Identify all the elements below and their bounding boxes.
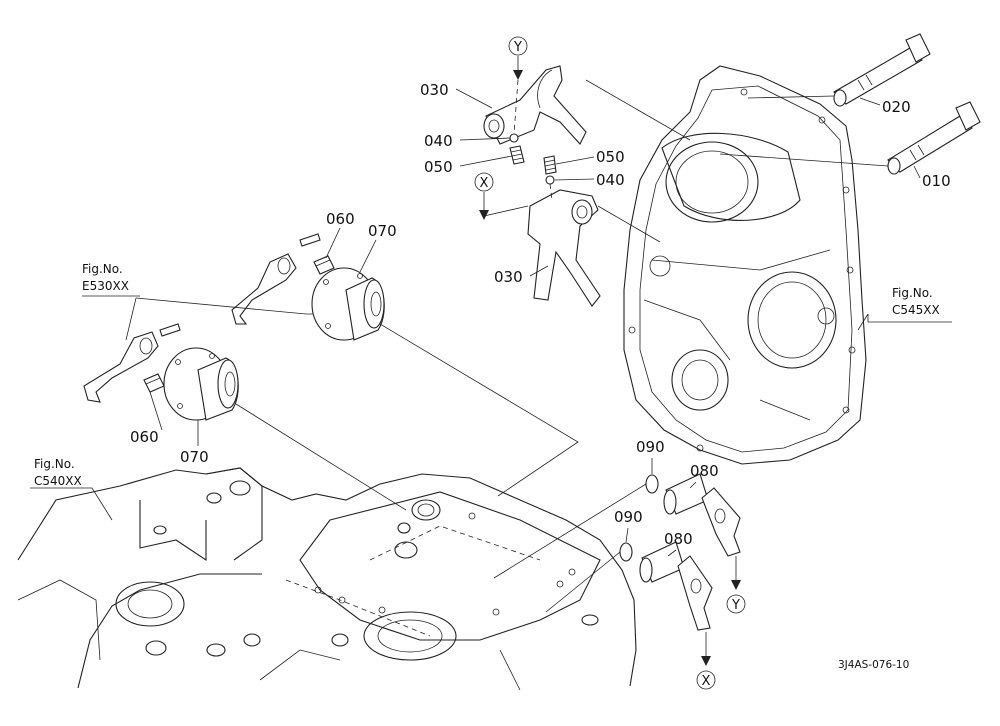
holder-070-lower xyxy=(163,347,239,421)
label-060-lower: 060 xyxy=(130,428,159,446)
shift-fork-upper xyxy=(483,65,587,145)
label-040-right: 040 xyxy=(596,171,625,189)
label-050-left: 050 xyxy=(424,158,453,176)
label-040-top: 040 xyxy=(424,132,453,150)
label-070-upper: 070 xyxy=(368,222,397,240)
bolt-060-upper xyxy=(313,255,335,275)
spring-050-right xyxy=(543,155,557,175)
label-020: 020 xyxy=(882,98,911,116)
label-010: 010 xyxy=(922,172,951,190)
marker-y-bottom: Y xyxy=(731,598,740,613)
label-030-top: 030 xyxy=(420,81,449,99)
label-090-upper: 090 xyxy=(636,438,665,456)
shift-arm-080-upper xyxy=(663,473,741,557)
marker-y-top-circle xyxy=(508,36,528,56)
bolt-060-lower xyxy=(143,373,165,393)
marker-x-left-circle xyxy=(474,172,494,192)
label-080-upper: 080 xyxy=(690,462,719,480)
transmission-case xyxy=(17,467,637,691)
label-080-lower: 080 xyxy=(664,530,693,548)
marker-x-bottom-circle xyxy=(696,670,716,690)
ref-c545-prefix: Fig.No. xyxy=(892,286,933,300)
gear-case-housing xyxy=(623,65,867,465)
shift-arm-080-lower xyxy=(639,541,713,631)
o-ring-090-upper xyxy=(645,474,659,494)
shift-fork-lower xyxy=(527,189,601,307)
ball-040-top xyxy=(509,133,519,143)
label-090-lower: 090 xyxy=(614,508,643,526)
shaft-020 xyxy=(833,33,931,107)
drawing-code: 3J4AS-076-10 xyxy=(838,659,909,671)
label-070-lower: 070 xyxy=(180,448,209,466)
spring-050-left xyxy=(509,145,525,165)
label-060-upper: 060 xyxy=(326,210,355,228)
holder-070-upper xyxy=(311,267,385,341)
ref-e530-code: E530XX xyxy=(82,279,129,293)
label-030-bottom: 030 xyxy=(494,268,523,286)
marker-y-bottom-circle xyxy=(726,594,746,614)
ball-040-right xyxy=(545,175,555,185)
o-ring-090-lower xyxy=(619,542,633,562)
shaft-010 xyxy=(887,101,981,175)
ref-c540-prefix: Fig.No. xyxy=(34,457,75,471)
ref-c540-code: C540XX xyxy=(34,474,82,488)
ref-e530-prefix: Fig.No. xyxy=(82,262,123,276)
label-050-right: 050 xyxy=(596,148,625,166)
shift-lever-lower xyxy=(83,323,181,403)
ref-c545-code: C545XX xyxy=(892,303,940,317)
marker-y-top: Y xyxy=(513,40,522,55)
marker-x-bottom: X xyxy=(702,674,711,689)
shift-lever-upper xyxy=(231,233,321,325)
marker-x-left: X xyxy=(480,176,489,191)
